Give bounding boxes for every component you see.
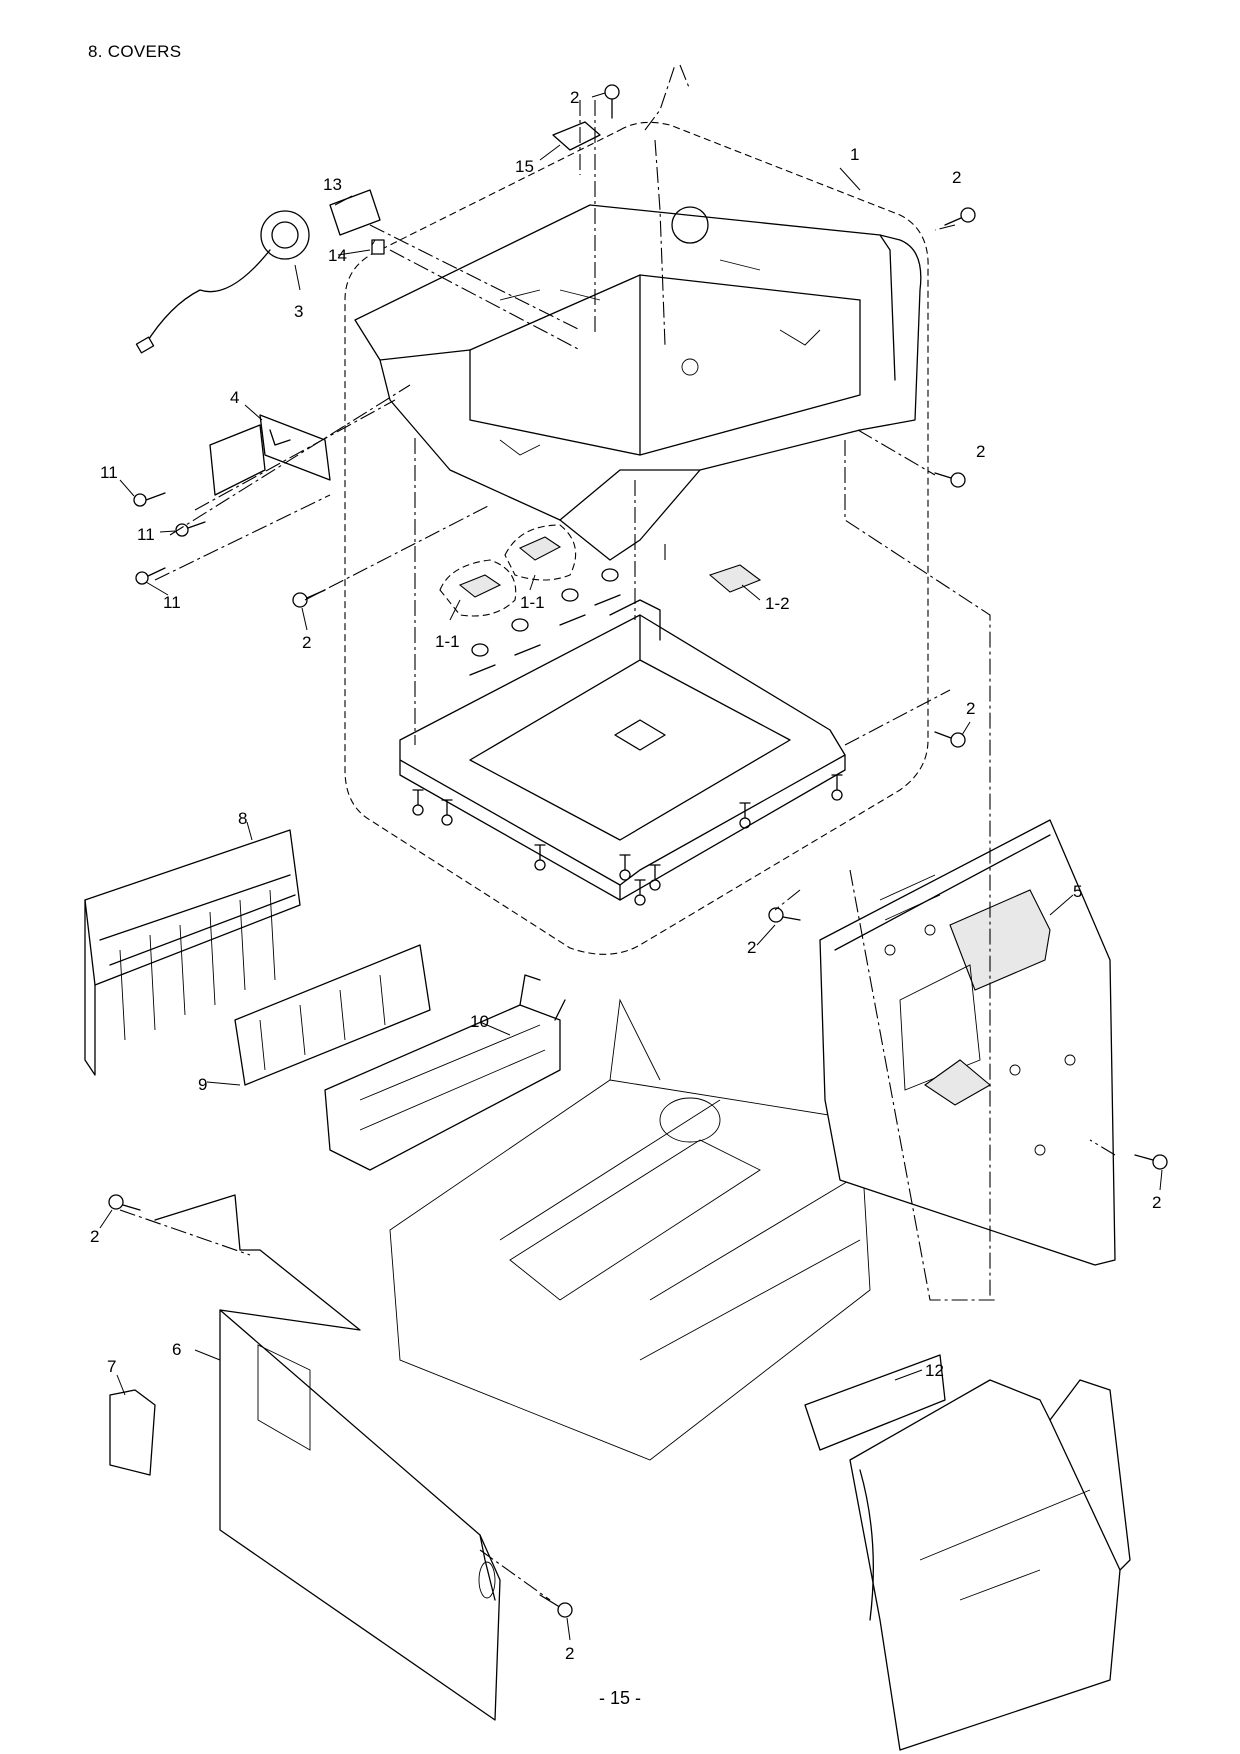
callout-10: 10 [470, 1012, 489, 1031]
callout-2: 2 [952, 168, 961, 187]
callout-12: 12 [925, 1361, 944, 1380]
screws-2 [108, 84, 1168, 1618]
printer-body [389, 998, 871, 1461]
part-1-2 [708, 564, 762, 593]
label-13 [329, 189, 381, 236]
board-bracket-4 [209, 414, 331, 496]
callout-5: 5 [1073, 882, 1082, 901]
part-10 [324, 974, 566, 1171]
callout-2: 2 [1152, 1193, 1161, 1212]
paper-guides-1-1 [439, 524, 762, 676]
callout-2: 2 [747, 938, 756, 957]
part-9 [234, 944, 431, 1086]
callout-1-1: 1-1 [435, 632, 460, 651]
left-side-cover-6 [154, 1194, 501, 1721]
callout-2: 2 [570, 88, 579, 107]
callout-1-2: 1-2 [765, 594, 790, 613]
page-number: - 15 - [598, 1688, 641, 1708]
callout-2: 2 [565, 1644, 574, 1663]
callout-2: 2 [302, 633, 311, 652]
callout-1: 1 [850, 145, 859, 164]
alignment-lines [119, 64, 1116, 1601]
callout-3: 3 [294, 302, 303, 321]
callout-13: 13 [323, 175, 342, 194]
part-14 [371, 239, 385, 255]
part-15 [552, 121, 601, 151]
assembly-1-boundary [344, 121, 929, 955]
right-side-cover-5 [819, 819, 1116, 1266]
base-frame [399, 599, 846, 901]
page-title: 8. COVERS [88, 42, 182, 61]
callout-14: 14 [328, 246, 347, 265]
part-7 [109, 1389, 156, 1476]
leader-lines [99, 92, 1163, 1641]
callout-11: 11 [163, 593, 181, 612]
front-cover-12 [804, 1354, 1131, 1751]
callout-2: 2 [976, 442, 985, 461]
callout-7: 7 [107, 1357, 116, 1376]
callout-4: 4 [230, 388, 239, 407]
callout-2: 2 [966, 699, 975, 718]
callout-1-1: 1-1 [520, 593, 545, 612]
top-cover [354, 204, 922, 561]
callout-labels: 2 15 1 2 13 14 3 4 11 11 11 2 2 1-1 1-1 … [90, 88, 1161, 1663]
screws-11 [133, 492, 206, 585]
callout-11: 11 [137, 525, 155, 544]
callout-8: 8 [238, 809, 247, 828]
base-screws [412, 774, 843, 906]
callout-15: 15 [515, 157, 534, 176]
callout-11: 11 [100, 463, 118, 482]
callout-6: 6 [172, 1340, 181, 1359]
speaker [135, 210, 310, 354]
rear-cover-8 [84, 829, 301, 1076]
callout-2: 2 [90, 1227, 99, 1246]
callout-9: 9 [198, 1075, 207, 1094]
